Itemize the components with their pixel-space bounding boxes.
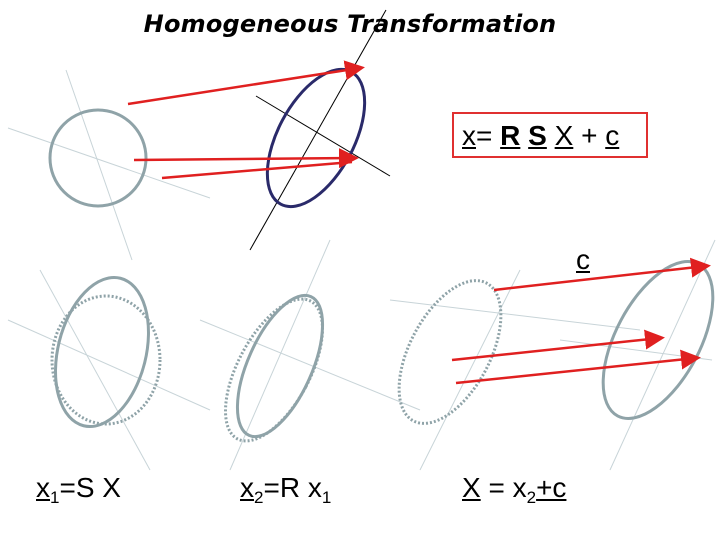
pre-translation-ellipse	[397, 279, 503, 425]
transformed-ellipse-group	[249, 9, 391, 251]
step1-label: x1=S X	[36, 472, 121, 507]
eq-c: c	[605, 120, 620, 151]
step3-tail: +c	[536, 472, 567, 503]
minor-axis-line	[255, 95, 391, 177]
guide-lines	[7, 69, 716, 471]
top-arrows	[127, 60, 365, 180]
transformed-ellipse	[265, 67, 367, 209]
equation-text: x= R S X + c	[462, 120, 619, 152]
arrow-bottom-3	[455, 349, 701, 385]
step2-rest: =R x	[263, 472, 322, 503]
scaled-ellipse-dotted	[50, 294, 162, 426]
arrow-bottom-1	[493, 257, 711, 292]
eq-R: R	[500, 120, 521, 151]
translation-label: c	[576, 244, 590, 275]
eq-X: X	[554, 120, 574, 151]
equation-box: x= R S X + c	[452, 112, 648, 158]
eq-x: x	[462, 120, 476, 151]
major-axis-line	[249, 9, 387, 251]
step2-label: x2=R x1	[240, 472, 332, 507]
scaled-ellipse-solid	[54, 275, 150, 429]
step1-shapes	[50, 275, 162, 429]
step2-shapes	[224, 293, 325, 443]
step3-shapes	[397, 257, 715, 425]
arrow-top-2	[133, 148, 359, 169]
step1-rest: =S X	[59, 472, 121, 503]
step3-label: X = x2+c	[462, 472, 567, 507]
arrow-top-3	[161, 160, 353, 180]
eq-equals: =	[476, 120, 493, 151]
step3-rest: = x	[480, 472, 527, 503]
eq-S: S	[528, 120, 547, 151]
rotated-ellipse-solid	[235, 293, 325, 439]
arrow-top-1	[127, 60, 365, 106]
source-circle	[48, 108, 148, 208]
eq-plus: +	[581, 120, 598, 151]
diagram-title: Homogeneous Transformation	[143, 10, 557, 38]
arrow-bottom-2	[451, 329, 665, 362]
